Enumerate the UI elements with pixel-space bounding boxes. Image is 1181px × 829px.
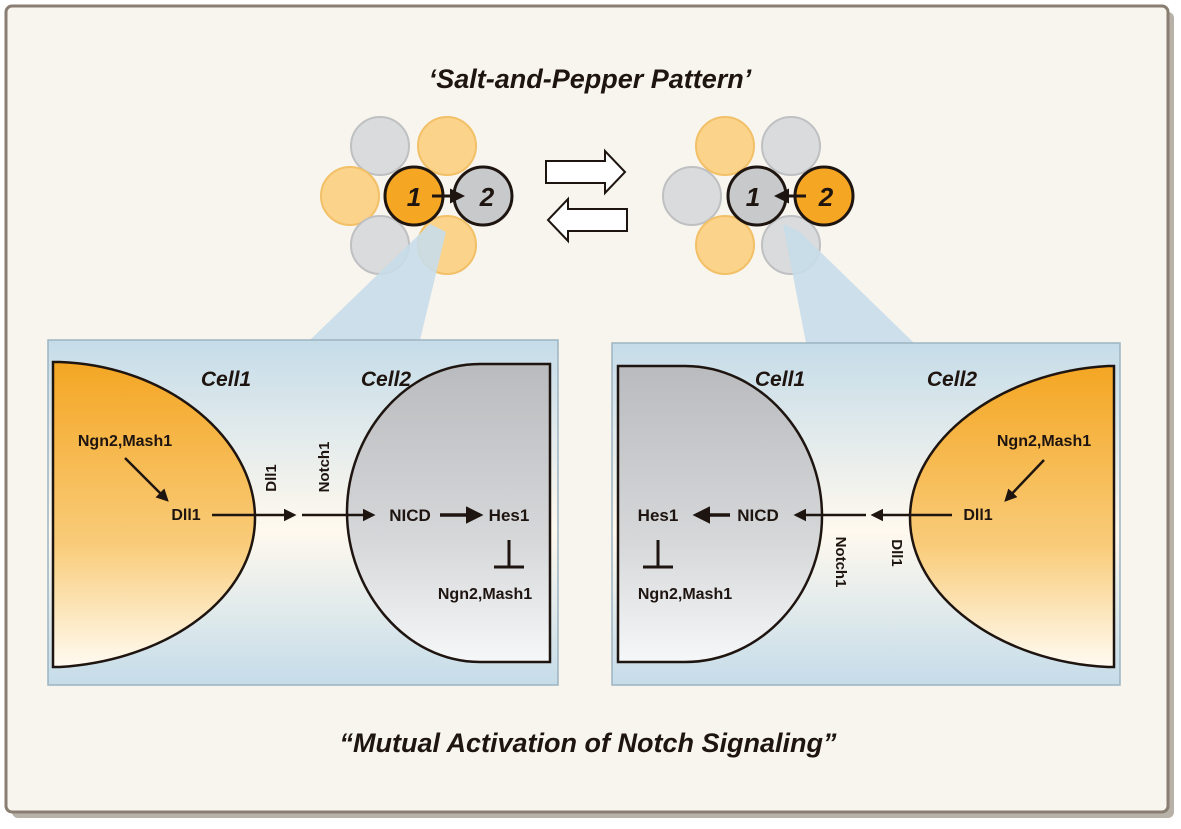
notch1-receptor-label: Notch1 bbox=[832, 537, 849, 588]
diagram-caption: “Mutual Activation of Notch Signaling” bbox=[340, 728, 837, 758]
cell2-label: Cell2 bbox=[361, 368, 412, 391]
cluster-cell-orange bbox=[695, 215, 755, 275]
cluster-cell-orange bbox=[417, 116, 477, 176]
cluster-cell-2-label: 2 bbox=[479, 182, 495, 212]
cluster-cell-orange bbox=[695, 116, 755, 176]
dll1-inner-label: Dll1 bbox=[963, 507, 992, 524]
ngn2-to-dll1-arrow bbox=[1004, 459, 1045, 502]
dll1-ligand-label: Dll1 bbox=[263, 464, 280, 492]
backward-arrow bbox=[546, 196, 628, 244]
ngn2-mash1-repressed-label: Ngn2,Mash1 bbox=[638, 586, 732, 603]
ngn2-mash1-label: Ngn2,Mash1 bbox=[78, 433, 172, 450]
cell2-body bbox=[908, 364, 1116, 669]
hes1-label: Hes1 bbox=[489, 506, 530, 525]
cluster-left: 1 2 bbox=[320, 116, 514, 275]
cluster-cell-gray bbox=[662, 166, 722, 226]
zoom-callout-left bbox=[310, 224, 446, 340]
cluster-cell-2-label: 2 bbox=[818, 182, 834, 212]
panel-right: Cell1 Cell2 Ngn2,Mash1 Dll1 Dll1 Notch1 … bbox=[611, 224, 1121, 686]
dll1-ligand-label: Dll1 bbox=[888, 539, 905, 567]
cluster-cell-gray bbox=[350, 116, 410, 176]
notch1-receptor-label: Notch1 bbox=[316, 442, 333, 493]
cluster-cell-gray bbox=[761, 116, 821, 176]
cell1-body bbox=[51, 360, 257, 669]
cell1-label: Cell1 bbox=[201, 368, 251, 391]
cluster-cell-1-label: 1 bbox=[407, 182, 421, 212]
zoom-callout-right bbox=[783, 224, 914, 343]
ngn2-to-dll1-arrow bbox=[124, 457, 169, 502]
cluster-cell-1-label: 1 bbox=[746, 182, 760, 212]
cell1-label: Cell1 bbox=[755, 368, 805, 391]
cluster-cell-orange bbox=[320, 166, 380, 226]
state-exchange-arrows bbox=[545, 148, 628, 244]
dll1-inner-label: Dll1 bbox=[171, 507, 200, 524]
cell2-label: Cell2 bbox=[927, 368, 978, 391]
diagram-title: ‘Salt-and-Pepper Pattern’ bbox=[429, 64, 752, 94]
cell2-body bbox=[345, 362, 552, 664]
forward-arrow bbox=[545, 148, 627, 196]
ngn2-mash1-label: Ngn2,Mash1 bbox=[997, 433, 1091, 450]
ngn2-mash1-repressed-label: Ngn2,Mash1 bbox=[438, 586, 532, 603]
panel-left: Cell1 Cell2 Ngn2,Mash1 Dll1 Dll1 Notch1 … bbox=[47, 224, 559, 686]
hes1-label: Hes1 bbox=[638, 506, 679, 525]
nicd-label: NICD bbox=[737, 506, 779, 525]
nicd-label: NICD bbox=[389, 506, 431, 525]
